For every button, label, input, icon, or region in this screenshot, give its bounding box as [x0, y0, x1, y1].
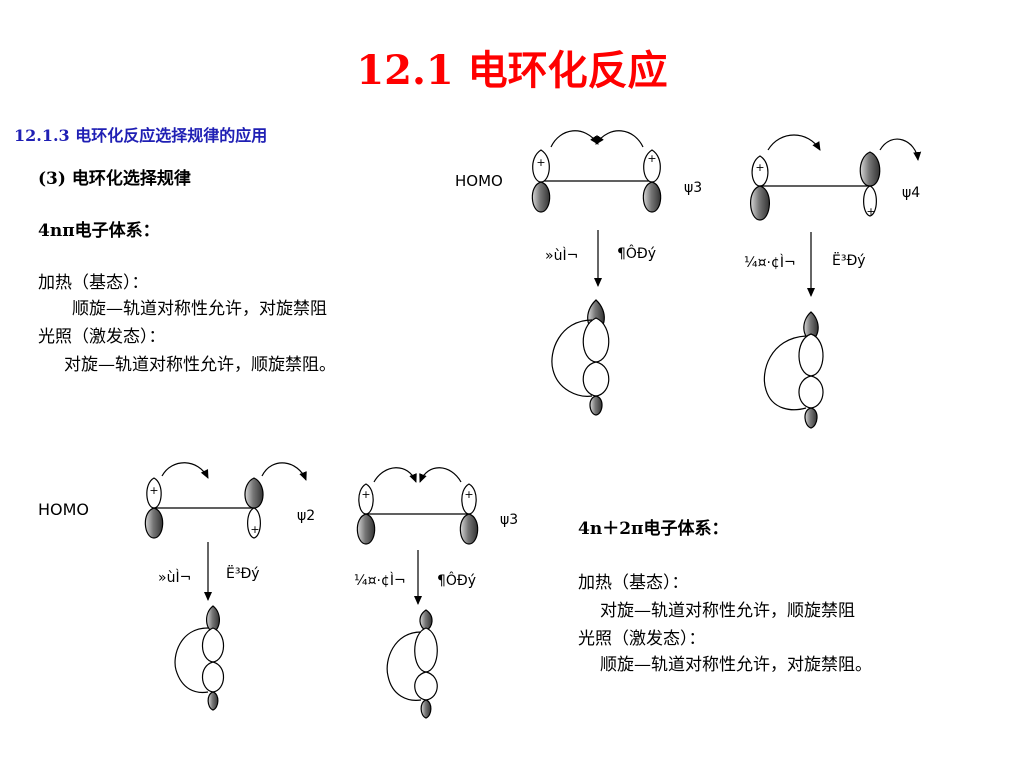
svg-text:+: +: [149, 484, 158, 497]
light-label-left: 光照（激发态）：: [38, 327, 166, 347]
rotation-label-3: Ë³Ðý: [226, 566, 260, 582]
psi-label-1: ψ3: [684, 180, 703, 196]
condition-label-4: ¼¤·¢Ì¬: [354, 573, 406, 589]
section-subtitle: 12.1.3 电环化反应选择规律的应用: [14, 126, 268, 145]
psi-label-2: ψ4: [902, 185, 921, 201]
rotation-label-4: ¶ÔÐý: [437, 573, 477, 589]
page-title: 12.1 电环化反应: [356, 47, 668, 94]
homo-label-1: HOMO: [455, 172, 503, 190]
condition-label-3: »ùÌ¬: [158, 570, 192, 586]
heat-rule-left: 顺旋—轨道对称性允许，对旋禁阻: [72, 299, 327, 319]
light-label-right: 光照（激发态）：: [578, 629, 706, 649]
rule-heading: (3) 电环化选择规律: [38, 169, 191, 189]
svg-text:+: +: [647, 152, 656, 165]
svg-text:+: +: [536, 156, 545, 169]
svg-text:+: +: [250, 523, 259, 536]
svg-text:+: +: [755, 161, 764, 174]
svg-text:+: +: [361, 488, 370, 501]
condition-label-2: ¼¤·¢Ì¬: [744, 255, 796, 271]
psi-label-3: ψ2: [297, 508, 316, 524]
rotation-label-1: ¶ÔÐý: [617, 246, 657, 262]
homo-label-2: HOMO: [38, 500, 90, 519]
condition-label-1: »ùÌ¬: [545, 248, 579, 264]
heat-label-left: 加热（基态）：: [38, 273, 149, 293]
svg-text:+: +: [464, 488, 473, 501]
heat-label-right: 加热（基态）：: [578, 573, 689, 593]
rotation-label-2: Ë³Ðý: [832, 253, 866, 269]
psi-label-4: ψ3: [500, 512, 519, 528]
system-4n2-label: 4n＋2π电子体系：: [578, 519, 729, 539]
light-rule-right: 顺旋—轨道对称性允许，对旋禁阻。: [600, 655, 872, 675]
heat-rule-right: 对旋—轨道对称性允许，顺旋禁阻: [600, 601, 855, 621]
light-rule-left: 对旋—轨道对称性允许，顺旋禁阻。: [64, 355, 336, 375]
system-4n-label: 4nπ电子体系：: [38, 221, 160, 241]
svg-text:+: +: [866, 205, 875, 218]
